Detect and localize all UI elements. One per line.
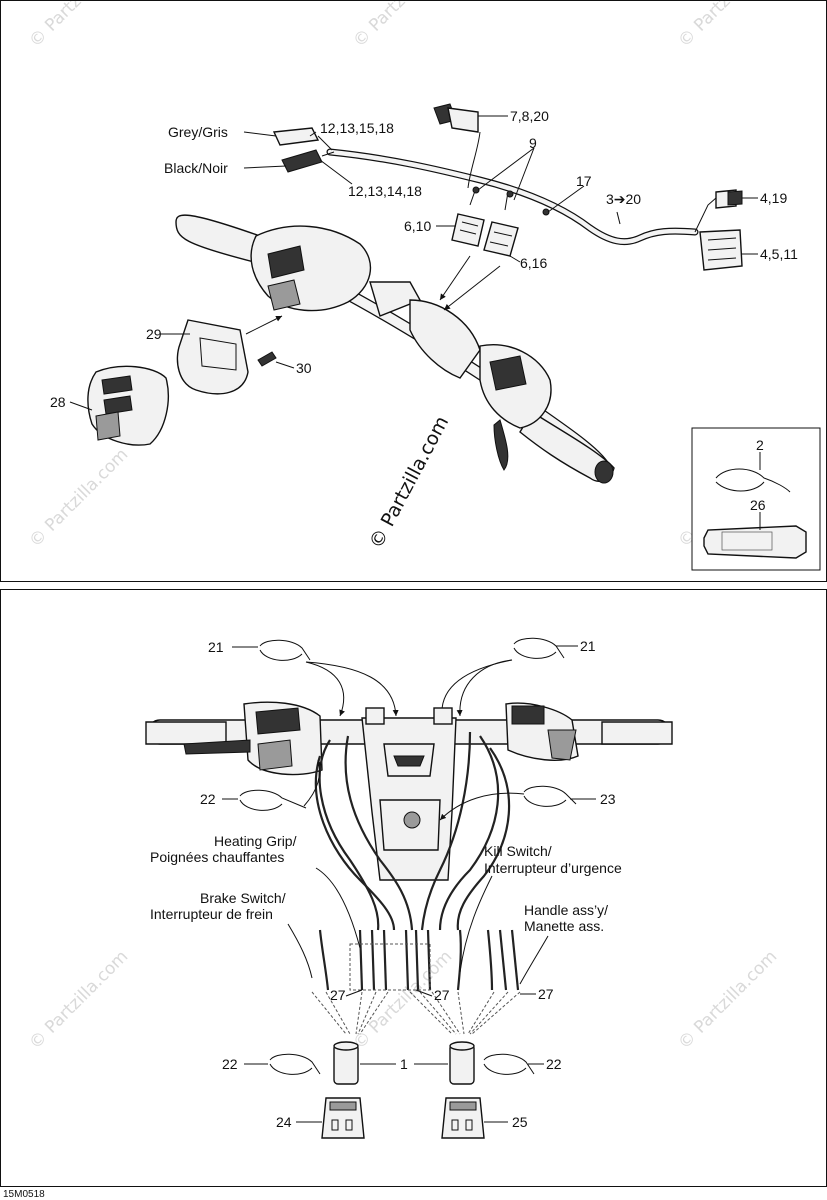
heating-connector-outline [349, 943, 431, 991]
throttle-lever [493, 419, 509, 471]
sleeve-left [333, 1041, 359, 1085]
connector-7-8-20 [433, 103, 479, 133]
top-panel: Grey/Gris 12,13,15,18 Black/Noir 12,13,1… [50, 103, 821, 571]
connector-housing-25 [441, 1097, 508, 1139]
watermark-text: © Partzilla.com [25, 445, 132, 552]
handlebar [175, 214, 615, 484]
label-22-left: 22 [222, 1056, 238, 1072]
label-grey-refs: 12,13,15,18 [320, 120, 394, 136]
label-black-wire: Black/Noir [164, 160, 228, 176]
cable-tie-21-left [232, 639, 311, 661]
label-17: 17 [576, 173, 592, 189]
grey-connector [272, 127, 333, 151]
inset-box: 2 26 [691, 427, 821, 571]
label-brake-switch-fr: Interrupteur de frein [150, 906, 273, 922]
cable-tie-22-right [483, 1053, 544, 1075]
label-handle-assy: Handle ass’y/ [524, 902, 608, 918]
label-28: 28 [50, 394, 66, 410]
label-27-a: 27 [330, 987, 346, 1003]
label-1: 1 [400, 1056, 408, 1072]
label-kill-switch-fr: Interrupteur d’urgence [484, 860, 622, 876]
wiring-bundles [314, 731, 520, 991]
label-black-refs: 12,13,14,18 [348, 183, 422, 199]
label-heating-grip-fr: Poignées chauffantes [150, 849, 284, 865]
connector-6-16 [483, 221, 519, 257]
label-21-left: 21 [208, 639, 224, 655]
label-heating-grip: Heating Grip/ [214, 833, 297, 849]
copyright-text: © Partzilla.com [365, 413, 453, 553]
left-switch-housing [250, 225, 372, 312]
top-leader-lines [69, 115, 758, 411]
steering-column [361, 707, 457, 881]
switch-assembly-28 [87, 365, 169, 446]
label-25: 25 [512, 1114, 528, 1130]
adhesive-tube [703, 525, 807, 559]
label-4-5-11: 4,5,11 [760, 246, 798, 262]
watermark-text: © Partzilla.com [25, 0, 132, 52]
connector-housing-24 [296, 1097, 365, 1139]
dashed-fan-lines [311, 991, 521, 1035]
label-6-16: 6,16 [520, 255, 547, 271]
cable-tie-22-left [244, 1053, 321, 1075]
watermark-text: © Partzilla.com [349, 0, 456, 52]
bottom-panel: 21 21 22 23 Heating Grip/ Poignées chauf… [145, 637, 673, 1139]
wiring-harness [326, 131, 717, 246]
cable-tie-22-top [222, 759, 323, 811]
label-22-top: 22 [200, 791, 216, 807]
label-23: 23 [600, 791, 616, 807]
sleeve-right [449, 1041, 475, 1085]
screw-30 [257, 351, 277, 367]
label-7-8-20: 7,8,20 [510, 108, 549, 124]
cable-tie-23 [439, 785, 596, 821]
bottom-panel-border [0, 589, 827, 1187]
label-3-to-20: 3➔20 [606, 191, 641, 207]
connector-6-10 [451, 213, 485, 247]
watermark-text: © Partzilla.com [674, 0, 781, 52]
black-connector [281, 149, 335, 173]
label-29: 29 [146, 326, 162, 342]
label-grey-wire: Grey/Gris [168, 124, 228, 140]
label-6-10: 6,10 [404, 218, 431, 234]
steering-riser [409, 299, 481, 379]
label-2: 2 [756, 437, 764, 453]
label-27-c: 27 [538, 986, 554, 1002]
label-26: 26 [750, 497, 766, 513]
connector-4-5-11 [699, 229, 743, 271]
label-21-right: 21 [580, 638, 596, 654]
label-9: 9 [529, 135, 537, 151]
cable-tie-21-right [513, 637, 578, 659]
label-handle-assy-fr: Manette ass. [524, 918, 604, 934]
label-27-b: 27 [434, 987, 450, 1003]
label-24: 24 [276, 1114, 292, 1130]
brake-lever [183, 739, 251, 755]
watermark-text: © Partzilla.com [674, 947, 781, 1054]
label-kill-switch: Kill Switch/ [484, 843, 552, 859]
label-4-19: 4,19 [760, 190, 787, 206]
label-brake-switch: Brake Switch/ [200, 890, 286, 906]
label-22-right: 22 [546, 1056, 562, 1072]
switch-housing-29 [176, 319, 249, 395]
connector-4-19 [715, 189, 743, 209]
left-grip [175, 214, 261, 263]
label-30: 30 [296, 360, 312, 376]
footer-code: 15M0518 [3, 1189, 45, 1200]
watermark-text: © Partzilla.com [25, 947, 132, 1054]
bottom-leader-lines [287, 867, 549, 997]
